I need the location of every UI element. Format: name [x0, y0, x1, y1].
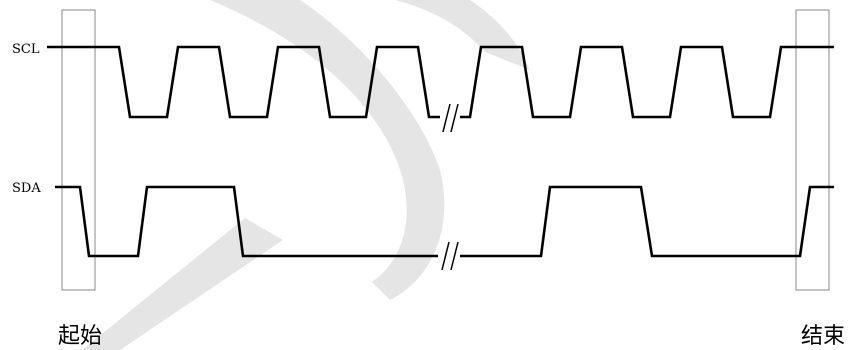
sda-waveform: [55, 185, 834, 258]
scl-waveform: [47, 45, 834, 119]
sda-time-break: [438, 241, 460, 271]
sda-label: SDA: [12, 181, 41, 196]
end-condition-box: [795, 9, 830, 291]
scl-label: SCL: [12, 42, 40, 57]
start-label: 起始: [58, 324, 102, 349]
watermark: [82, 0, 530, 350]
start-condition-box: [61, 9, 96, 291]
scl-time-break: [440, 103, 460, 134]
end-label: 结束: [801, 324, 845, 349]
